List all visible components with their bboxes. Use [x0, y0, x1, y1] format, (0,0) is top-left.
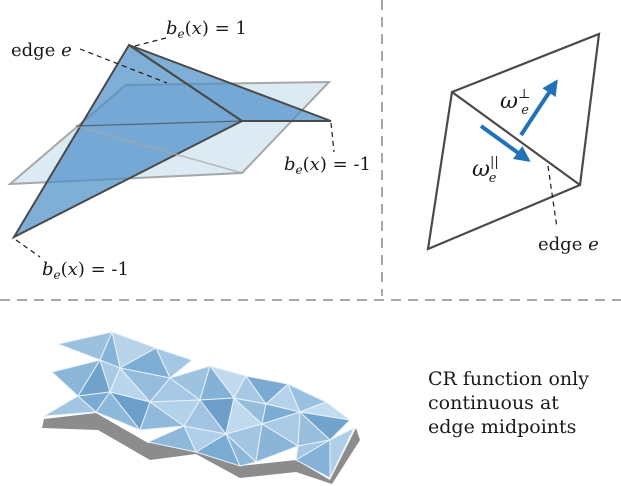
flat-quad-front-edge	[75, 125, 243, 174]
leader-bottom	[15, 239, 41, 258]
surface-facets	[43, 330, 356, 479]
raised-triangle-right	[128, 44, 332, 122]
leader-edge-b	[547, 165, 558, 229]
panel-b-edge-vectors: ω⊥e ω||e edge e	[426, 32, 601, 255]
parallel-arrow	[479, 124, 531, 162]
panel-a-basis-function: edge e be(x) = 1 be(x) = -1 be(x) = -1	[7, 18, 371, 282]
leader-edge-e	[79, 48, 168, 84]
perp-arrow	[519, 79, 558, 137]
label-basis-bottom: be(x) = -1	[42, 259, 129, 282]
shared-edge-e	[451, 91, 581, 186]
label-basis-right: be(x) = -1	[284, 154, 371, 177]
caption-cr-function: CR function only continuous at edge midp…	[428, 368, 595, 438]
label-basis-top: be(x) = 1	[166, 18, 247, 41]
leader-top	[130, 37, 167, 48]
triangle-pair	[426, 32, 601, 251]
leader-right	[330, 122, 335, 153]
label-omega-perp: ω⊥e	[500, 87, 530, 118]
panel-c-cr-surface	[42, 330, 360, 484]
caption-line-3: edge midpoints	[428, 416, 576, 438]
mesh-edge-e	[75, 120, 243, 127]
label-edge-e: edge e	[11, 40, 72, 61]
label-omega-parallel: ω||e	[472, 155, 499, 186]
caption-line-1: CR function only	[428, 368, 589, 390]
caption-line-2: continuous at	[428, 392, 559, 414]
label-edge-e-b: edge e	[538, 234, 599, 255]
